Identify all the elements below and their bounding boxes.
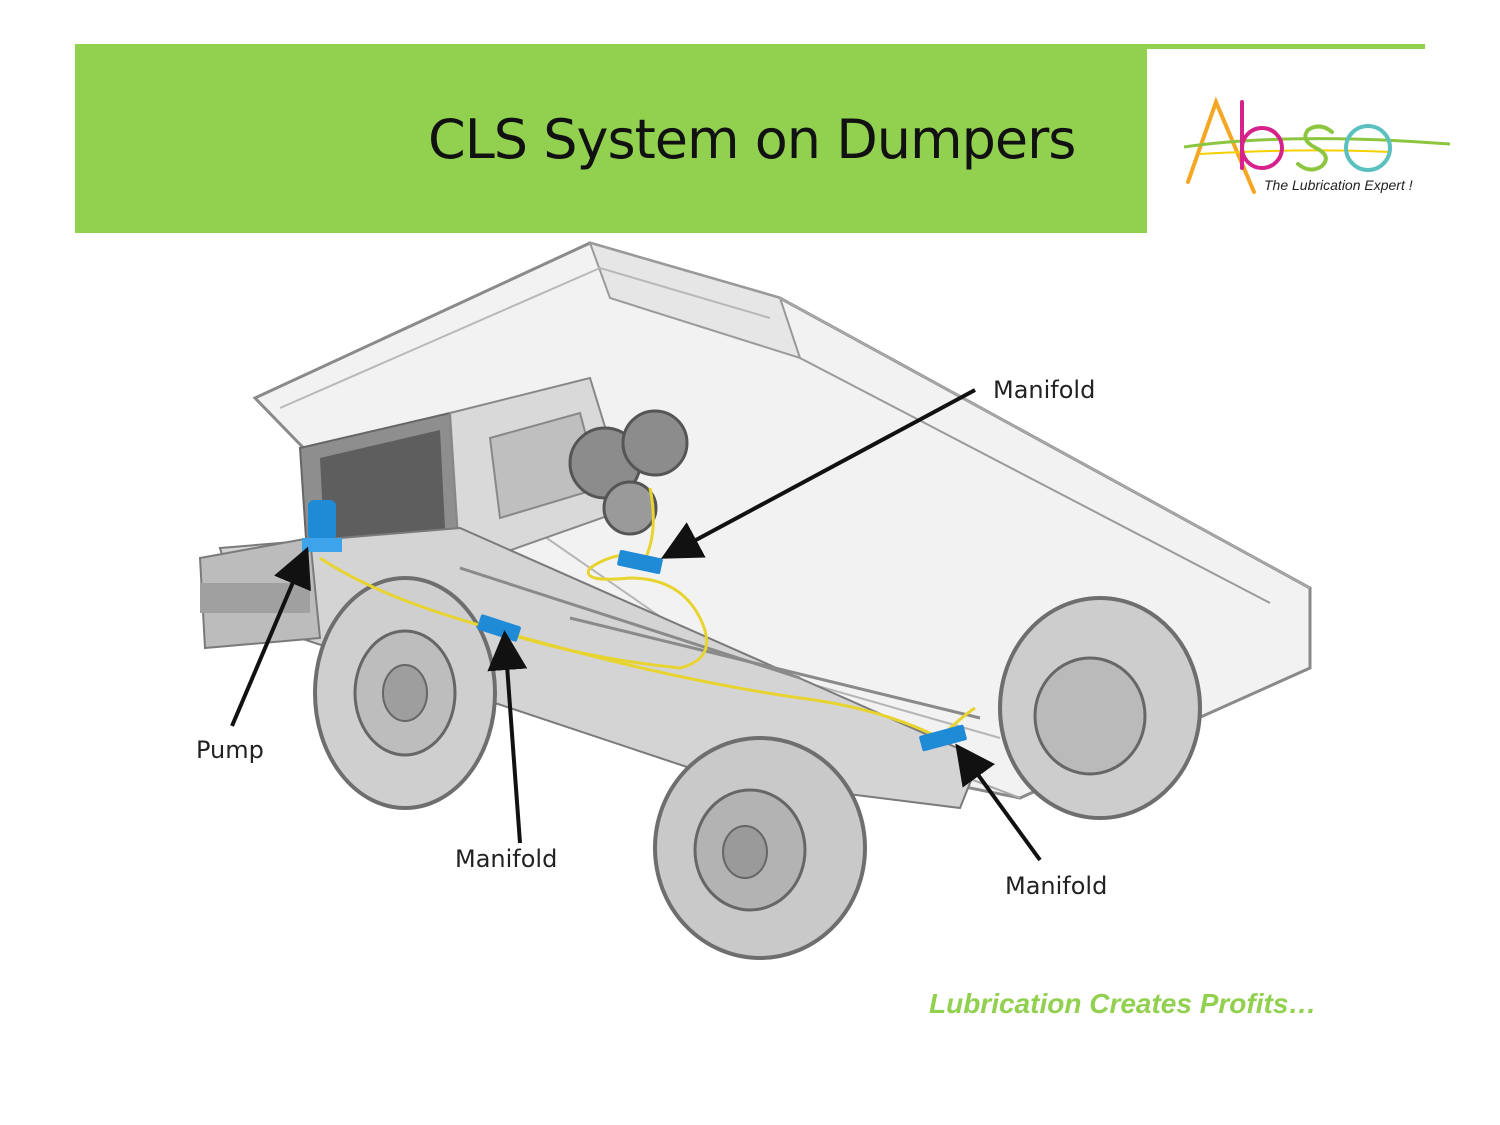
arrow-manifold-rear: [955, 743, 1042, 862]
logo-swoosh-green: [1183, 137, 1451, 149]
rear-wheel-inner: [998, 596, 1202, 820]
cls-pump: [302, 500, 342, 552]
callout-manifold-rear: Manifold: [1005, 872, 1108, 900]
slide-footer-slogan: Lubrication Creates Profits…: [929, 988, 1317, 1019]
dumper-truck-illustration: [198, 241, 1312, 960]
cls-manifold-upper: [617, 549, 663, 575]
callout-arrows: [230, 388, 1042, 862]
company-logo: The Lubrication Expert !: [1150, 52, 1463, 235]
arrow-manifold-middle: [487, 630, 528, 844]
logo-swoosh-yellow: [1199, 149, 1391, 155]
logo-letter-o: [1344, 124, 1392, 172]
callout-manifold-upper: Manifold: [993, 376, 1096, 404]
engine: [568, 409, 689, 536]
wheels: [313, 576, 1202, 960]
logo-letter-a: [1186, 96, 1256, 194]
logo-tagline: The Lubrication Expert !: [1264, 177, 1413, 193]
title-bar: [75, 49, 1147, 233]
slide-title: CLS System on Dumpers: [428, 108, 1076, 171]
callout-manifold-middle: Manifold: [455, 845, 558, 873]
logo-letter-b-bowl: [1240, 126, 1284, 170]
callout-pump: Pump: [196, 736, 264, 764]
cls-manifold-rear: [919, 724, 967, 752]
logo-letter-s: [1296, 124, 1334, 172]
arrow-manifold-upper: [660, 388, 976, 559]
rear-wheel-outer: [653, 736, 867, 960]
dumper-diagram: [160, 238, 1340, 968]
front-wheel: [313, 576, 497, 810]
arrow-pump: [230, 546, 311, 727]
abso-logo-graphic: The Lubrication Expert !: [1183, 96, 1451, 194]
header-rule: [75, 44, 1425, 49]
